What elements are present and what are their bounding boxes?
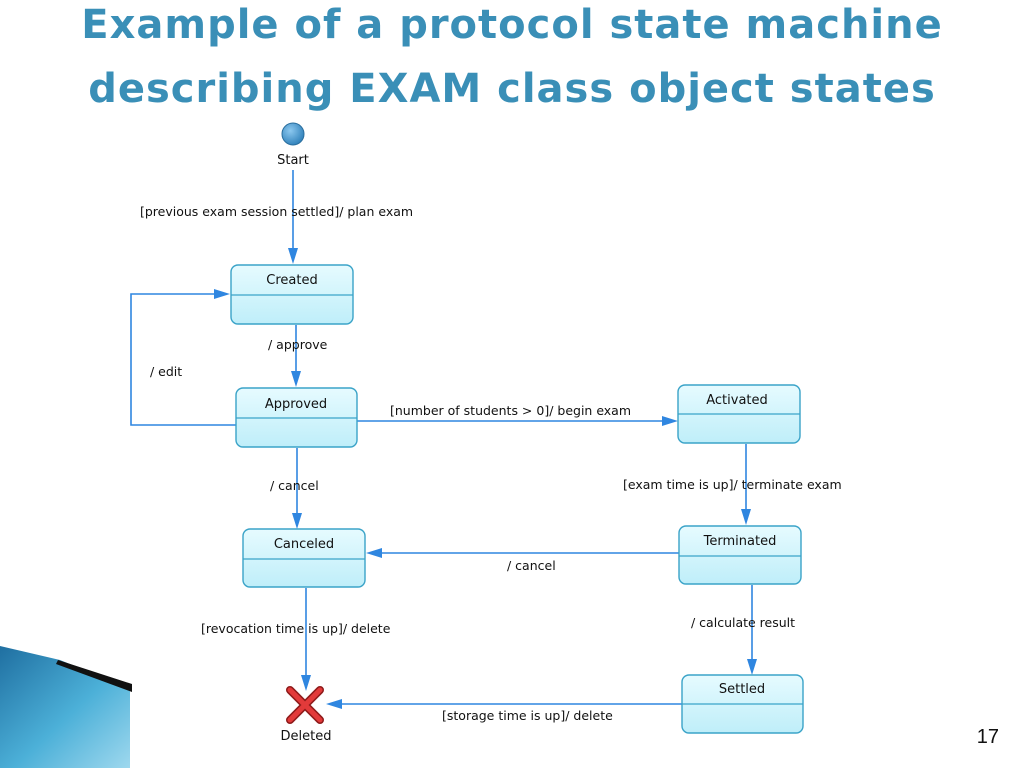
arrowheads (214, 248, 757, 709)
edge-approved-created (130, 293, 236, 426)
arrowhead-created-left-in (214, 289, 230, 299)
slide-title-line-1: Example of a protocol state machine (81, 2, 943, 48)
slide-title-line-2: describing EXAM class object states (88, 66, 936, 112)
state-activated-name: Activated (706, 393, 768, 408)
end-x-icon (286, 686, 324, 724)
state-approved-name: Approved (265, 397, 327, 412)
label-terminated-canceled: / cancel (507, 558, 556, 573)
label-approved-activated: [number of students > 0]/ begin exam (390, 403, 631, 418)
arrowhead-created-in (288, 248, 298, 264)
start-label: Start (277, 153, 309, 168)
arrowhead-deleted-right-in (326, 699, 342, 709)
transition-labels: [previous exam session settled]/ plan ex… (140, 204, 842, 723)
arrowhead-approved-in (291, 371, 301, 387)
label-approved-created: / edit (150, 364, 182, 379)
arrowhead-canceled-right-in (366, 548, 382, 558)
arrowhead-canceled-in (292, 513, 302, 529)
state-created-name: Created (266, 273, 317, 288)
label-approved-canceled: / cancel (270, 478, 319, 493)
label-settled-deleted: [storage time is up]/ delete (442, 708, 613, 723)
state-created: Created (230, 264, 354, 325)
state-settled-name: Settled (719, 682, 765, 697)
label-terminated-settled: / calculate result (691, 615, 795, 630)
arrowhead-settled-in (747, 659, 757, 675)
label-canceled-deleted: [revocation time is up]/ delete (201, 621, 391, 636)
arrowhead-terminated-in (741, 509, 751, 525)
label-created-approved: / approve (268, 337, 328, 352)
arrowhead-deleted-top-in (301, 675, 311, 691)
start-node (281, 122, 305, 146)
state-terminated-name: Terminated (703, 534, 777, 549)
page-number: 17 (976, 726, 999, 748)
state-approved: Approved (235, 387, 358, 448)
state-activated: Activated (677, 384, 801, 444)
end-label: Deleted (281, 729, 332, 744)
arrowhead-activated-in (662, 416, 678, 426)
state-canceled: Canceled (242, 528, 366, 588)
state-terminated: Terminated (678, 525, 802, 585)
state-canceled-name: Canceled (274, 537, 334, 552)
state-settled: Settled (681, 674, 804, 734)
label-activated-terminated: [exam time is up]/ terminate exam (623, 477, 842, 492)
label-start-created: [previous exam session settled]/ plan ex… (140, 204, 413, 219)
transition-edges (130, 170, 753, 705)
